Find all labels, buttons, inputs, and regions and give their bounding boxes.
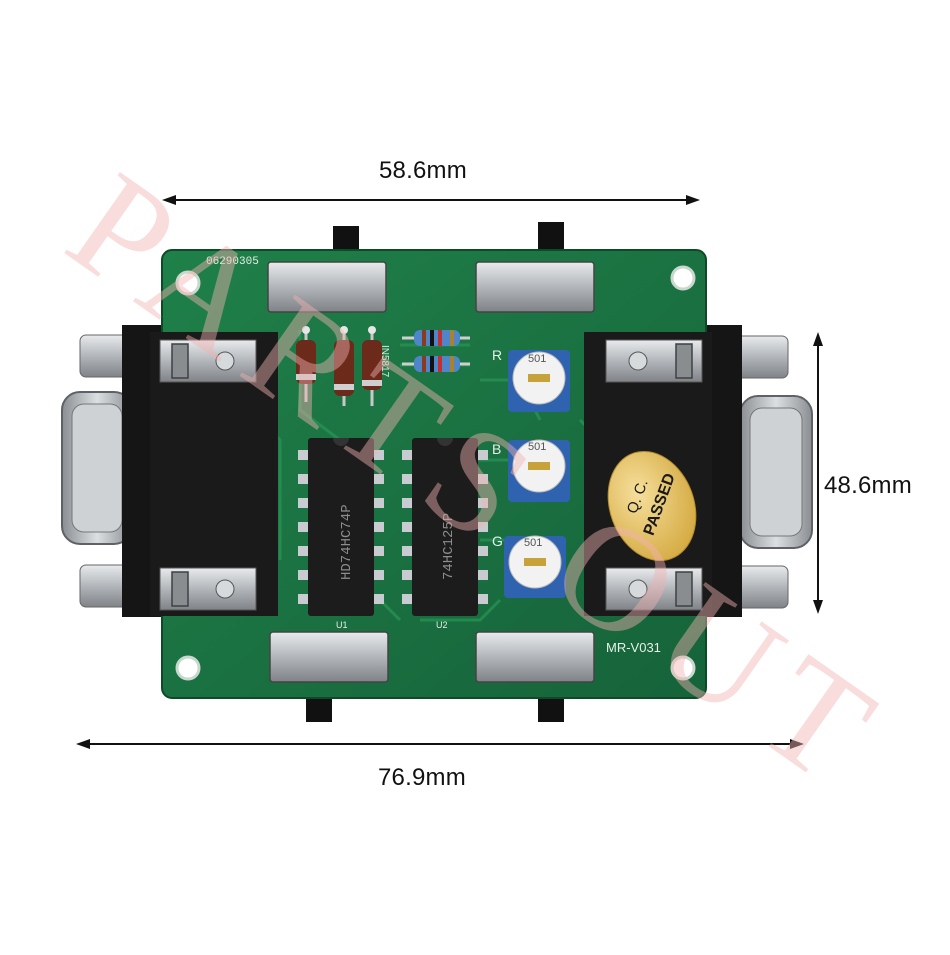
diode-label: IN5817: [379, 345, 390, 378]
left-db9-connector: [61, 325, 162, 617]
dimension-arrows: [76, 195, 823, 749]
connector-housings: [150, 332, 712, 616]
slide-switches: [267, 261, 595, 683]
pot1-code: 501: [528, 353, 546, 365]
top-width-label: 58.6mm: [379, 157, 467, 184]
board-serial: 06290305: [206, 256, 259, 268]
diodes: [296, 326, 382, 406]
label-b: B: [492, 441, 501, 457]
bottom-width-label: 76.9mm: [378, 764, 466, 791]
label-r: R: [492, 347, 502, 363]
right-db9-connector: [700, 325, 813, 617]
ic-chips: [298, 438, 488, 616]
board-model: MR-V031: [606, 640, 661, 655]
label-g: G: [492, 533, 503, 549]
qc-sticker: Q. C. PASSED: [607, 450, 697, 562]
ic1-ref: U1: [336, 620, 348, 630]
potentiometers: [504, 350, 570, 598]
pot3-code: 501: [524, 537, 542, 549]
pot2-code: 501: [528, 441, 546, 453]
resistors: [402, 330, 470, 372]
ic2-marking: 74HC125P: [441, 513, 457, 580]
side-height-label: 48.6mm: [824, 472, 912, 499]
ic1-marking: HD74HC74P: [339, 504, 355, 580]
ic2-ref: U2: [436, 620, 448, 630]
